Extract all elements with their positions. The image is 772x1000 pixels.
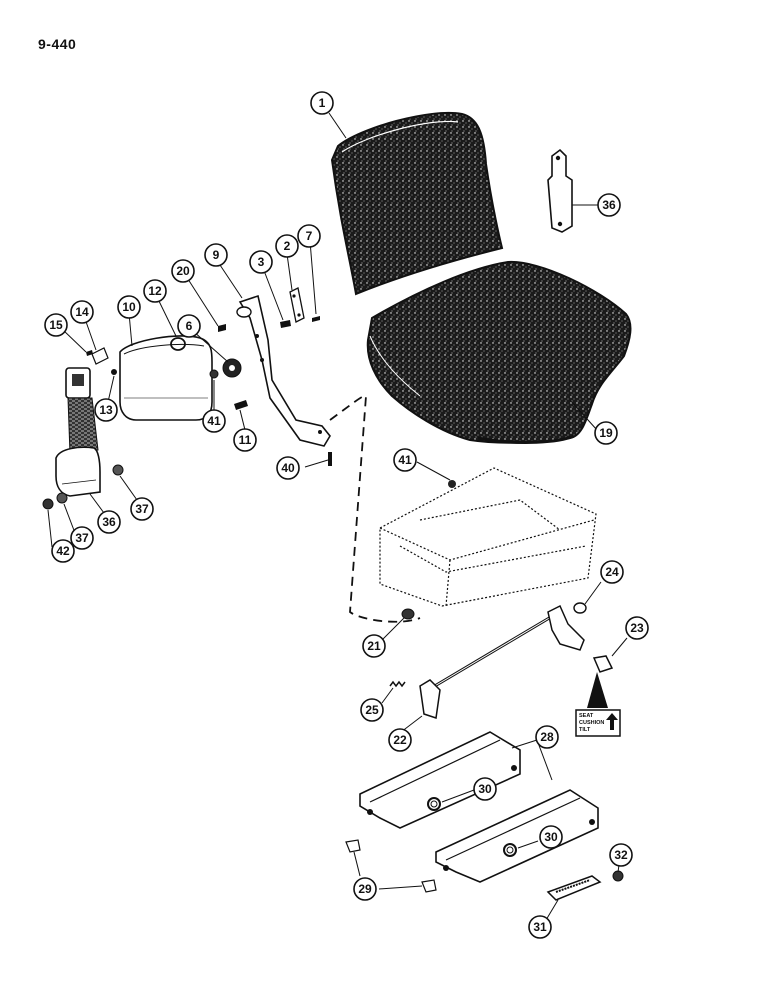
- callout-label-13: 13: [99, 403, 113, 417]
- callout-label-28: 28: [540, 730, 554, 744]
- callout-circle-30: [473, 777, 497, 801]
- callout-label-11: 11: [239, 433, 252, 447]
- callout-label-41: 41: [398, 453, 412, 467]
- mounting-bracket-lower: [435, 789, 599, 883]
- callout-label-10: 10: [122, 300, 136, 314]
- callout-circle-7: [297, 224, 321, 248]
- callout-circle-37: [130, 497, 154, 521]
- dashed-linkage-line: [329, 394, 421, 623]
- callout-circle-9: [204, 243, 228, 267]
- callout-label-7: 7: [306, 229, 313, 243]
- torsion-spring-lower: [503, 843, 517, 857]
- callout-label-42: 42: [56, 544, 70, 558]
- link-plate-31: [546, 875, 602, 901]
- callout-circle-13: [94, 398, 118, 422]
- decal-line-2: CUSHION: [579, 720, 604, 726]
- callout-circle-19: [594, 421, 618, 445]
- seat-back-cushion: [330, 112, 504, 296]
- seat-suspension-base: [379, 467, 597, 607]
- callout-circle-31: [528, 915, 552, 939]
- callout-label-30: 30: [478, 782, 492, 796]
- callout-label-20: 20: [176, 264, 190, 278]
- callout-label-41: 41: [207, 414, 221, 428]
- small-hardware: [42, 287, 624, 893]
- callout-label-3: 3: [258, 255, 265, 269]
- callout-label-36: 36: [102, 515, 116, 529]
- callout-circle-41: [202, 409, 226, 433]
- callout-circle-37: [70, 526, 94, 550]
- decal-line-1: SEAT: [579, 713, 594, 719]
- seat-belt-assembly: [55, 367, 101, 497]
- callout-circle-1: [310, 91, 334, 115]
- callout-circle-30: [539, 825, 563, 849]
- callout-circle-2: [275, 234, 299, 258]
- page-number: 9-440: [38, 36, 77, 52]
- callout-label-36: 36: [602, 198, 616, 212]
- callout-circle-36: [97, 510, 121, 534]
- seat-cushion-tilt-decal: SEAT CUSHION TILT: [575, 672, 621, 737]
- callout-circle-36: [597, 193, 621, 217]
- callout-label-37: 37: [135, 502, 149, 516]
- callout-label-9: 9: [213, 248, 220, 262]
- callout-circle-42: [51, 539, 75, 563]
- callout-label-1: 1: [319, 96, 326, 110]
- seat-bottom-cushion: [366, 260, 632, 444]
- armrest-10: [119, 335, 213, 421]
- callout-circle-14: [70, 300, 94, 324]
- callout-circle-20: [171, 259, 195, 283]
- callout-label-21: 21: [367, 639, 381, 653]
- callout-label-15: 15: [49, 318, 63, 332]
- callout-circle-11: [233, 428, 257, 452]
- callout-circle-21: [362, 634, 386, 658]
- tilt-rod-assembly: [389, 604, 614, 719]
- callout-circle-12: [143, 279, 167, 303]
- callout-circle-6: [177, 314, 201, 338]
- callout-circle-23: [625, 616, 649, 640]
- callout-circle-41: [393, 448, 417, 472]
- bracket-36: [547, 148, 573, 233]
- callout-circle-25: [360, 698, 384, 722]
- callout-label-2: 2: [284, 239, 291, 253]
- callout-label-29: 29: [358, 882, 372, 896]
- callout-circle-29: [353, 877, 377, 901]
- callout-label-40: 40: [281, 461, 295, 475]
- callout-circle-24: [600, 560, 624, 584]
- callout-label-25: 25: [365, 703, 379, 717]
- callout-label-32: 32: [614, 848, 628, 862]
- callout-circle-28: [535, 725, 559, 749]
- callout-circle-3: [249, 250, 273, 274]
- callout-label-22: 22: [393, 733, 407, 747]
- callout-label-24: 24: [605, 565, 619, 579]
- callout-circle-32: [609, 843, 633, 867]
- callout-label-23: 23: [630, 621, 644, 635]
- armrest-bracket-9: [236, 294, 331, 447]
- callout-label-19: 19: [599, 426, 613, 440]
- callout-label-31: 31: [533, 920, 547, 934]
- torsion-spring: [427, 797, 441, 811]
- callout-label-12: 12: [148, 284, 162, 298]
- callout-label-6: 6: [186, 319, 193, 333]
- decal-line-3: TILT: [579, 727, 591, 733]
- mounting-bracket-upper: [359, 731, 521, 829]
- callout-circle-10: [117, 295, 141, 319]
- callout-circle-15: [44, 313, 68, 337]
- callout-circle-22: [388, 728, 412, 752]
- callout-label-14: 14: [75, 305, 89, 319]
- callout-label-30: 30: [544, 830, 558, 844]
- callout-label-37: 37: [75, 531, 89, 545]
- callout-circle-40: [276, 456, 300, 480]
- leader-lines: [47, 112, 628, 921]
